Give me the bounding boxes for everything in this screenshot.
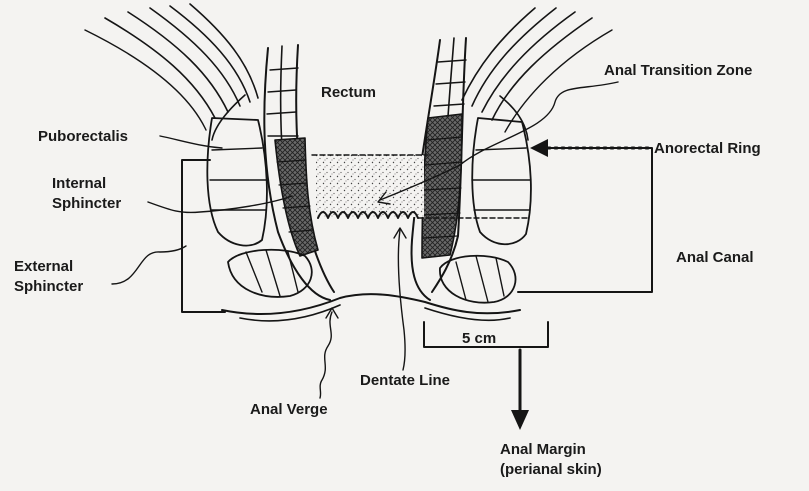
leader-external-sphincter [112, 246, 186, 284]
label-anal-transition-zone: Anal Transition Zone [604, 62, 752, 79]
label-anal-canal: Anal Canal [676, 249, 754, 266]
label-internal-sphincter-line2: Sphincter [52, 195, 121, 212]
anal-canal-bracket [518, 148, 652, 292]
label-external-sphincter-line2: Sphincter [14, 278, 83, 295]
anal-transition-zone-area [316, 155, 424, 217]
anorectal-ring-arrowhead [530, 139, 548, 157]
label-anorectal-ring: Anorectal Ring [654, 140, 761, 157]
label-internal-sphincter-line1: Internal [52, 175, 106, 192]
anal-verge-curve [222, 294, 520, 314]
label-anal-verge: Anal Verge [250, 401, 328, 418]
label-anal-margin-line2: (perianal skin) [500, 461, 602, 478]
label-rectum: Rectum [321, 84, 376, 101]
levator-fibers-right [462, 8, 612, 132]
external-sphincter-bracket [182, 160, 225, 312]
label-external-sphincter-line1: External [14, 258, 73, 275]
label-scale: 5 cm [462, 330, 496, 347]
anal-margin-arrowhead [511, 410, 529, 430]
leader-dentate-line [398, 230, 405, 370]
leader-anal-verge [320, 312, 332, 398]
levator-fibers-left [85, 4, 258, 130]
label-dentate-line: Dentate Line [360, 372, 450, 389]
label-anal-margin-line1: Anal Margin [500, 441, 586, 458]
label-puborectalis: Puborectalis [38, 128, 128, 145]
